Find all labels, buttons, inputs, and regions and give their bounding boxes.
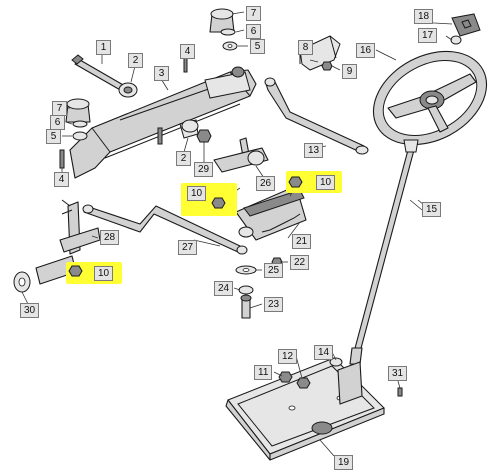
callout-27: 27 xyxy=(178,240,198,255)
callout-24: 24 xyxy=(214,281,234,296)
callout-10-left: 10 xyxy=(94,266,114,281)
lower-spacer-stack xyxy=(65,98,91,141)
steering-wheel xyxy=(372,50,488,146)
nut-icon-left xyxy=(68,265,83,277)
callout-19: 19 xyxy=(334,455,354,470)
highlight-10-right: 10 xyxy=(286,171,342,193)
callout-26: 26 xyxy=(256,176,276,191)
callout-2-top: 2 xyxy=(128,53,143,68)
callout-5-top: 5 xyxy=(250,39,265,54)
callout-1: 1 xyxy=(96,40,111,55)
highlight-10-center: 10 xyxy=(181,183,237,216)
plate-hardware xyxy=(278,357,403,397)
steering-mount-plate xyxy=(225,357,385,461)
drag-link xyxy=(264,77,369,155)
gear-hardware xyxy=(235,257,283,319)
callout-9: 9 xyxy=(342,64,357,79)
callout-12: 12 xyxy=(278,349,298,364)
callout-31: 31 xyxy=(388,366,408,381)
axle-pivot-bolt xyxy=(71,54,138,98)
small-bolt-left xyxy=(59,149,65,169)
callout-2-middle: 2 xyxy=(176,151,191,166)
callout-7-left: 7 xyxy=(52,101,67,116)
callout-4-left: 4 xyxy=(54,172,69,187)
shaft-bracket xyxy=(299,35,341,71)
callout-7-top: 7 xyxy=(246,6,261,21)
sector-gear xyxy=(235,185,307,241)
tie-rod xyxy=(82,204,248,255)
axle-bushing-middle xyxy=(157,119,212,145)
callout-3: 3 xyxy=(154,66,169,81)
callout-14: 14 xyxy=(314,345,334,360)
steering-cap xyxy=(450,13,481,45)
callout-15: 15 xyxy=(422,202,442,217)
callout-28: 28 xyxy=(100,230,120,245)
steering-arm xyxy=(213,137,269,173)
callout-10-right: 10 xyxy=(316,175,336,190)
callout-10-center: 10 xyxy=(187,186,207,201)
callout-29: 29 xyxy=(194,162,214,177)
callout-22: 22 xyxy=(290,255,310,270)
steering-shaft xyxy=(349,139,419,365)
callout-8: 8 xyxy=(298,40,313,55)
nut-icon-right xyxy=(288,176,303,188)
nut-icon-center xyxy=(211,197,226,209)
callout-21: 21 xyxy=(292,234,312,249)
callout-25: 25 xyxy=(264,263,284,278)
callout-4-top: 4 xyxy=(180,44,195,59)
callout-23: 23 xyxy=(264,297,284,312)
upper-spacer-stack xyxy=(209,8,238,51)
callout-16: 16 xyxy=(356,43,376,58)
callout-5-left: 5 xyxy=(46,129,61,144)
front-axle xyxy=(69,66,257,179)
callout-17: 17 xyxy=(418,28,438,43)
callout-30: 30 xyxy=(20,303,40,318)
callout-11: 11 xyxy=(254,365,273,380)
callout-18: 18 xyxy=(414,9,434,24)
callout-6-top: 6 xyxy=(246,24,261,39)
callout-13: 13 xyxy=(304,143,324,158)
